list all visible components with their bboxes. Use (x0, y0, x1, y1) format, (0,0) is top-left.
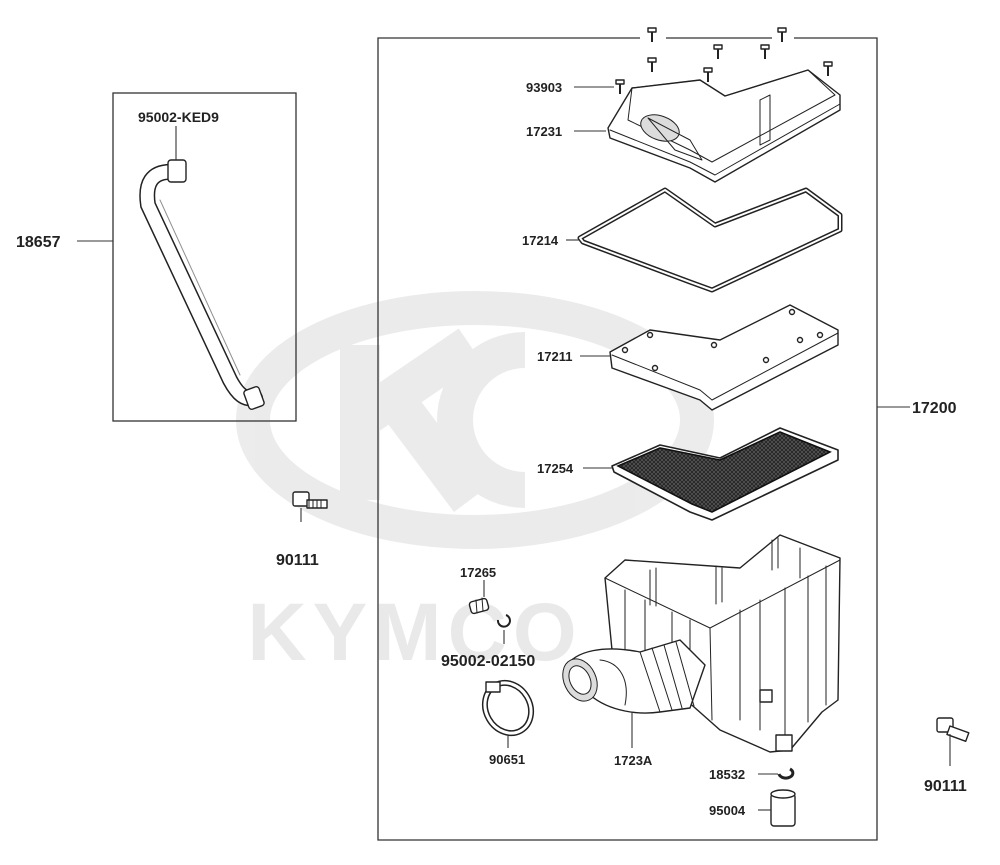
bolt-right-drawing (936, 717, 970, 742)
bolt-left-drawing (292, 491, 328, 509)
label-tube: 1723A (614, 753, 653, 768)
label-cap: 95004 (709, 803, 746, 818)
label-gasket: 17214 (522, 233, 559, 248)
label-element: 17254 (537, 461, 574, 476)
label-cover: 17231 (526, 124, 562, 139)
clip-drawing (496, 614, 511, 628)
label-band: 90651 (489, 752, 525, 767)
cover-drawing (607, 69, 841, 183)
watermark-brand-text: KYMCO (247, 587, 582, 678)
assembly-group-box (377, 37, 878, 841)
band-drawing (481, 679, 535, 737)
label-bolt-right: 90111 (924, 778, 967, 795)
label-ring: 18532 (709, 767, 745, 782)
air-box-case-drawing (604, 534, 841, 753)
label-breather-clamp: 95002-KED9 (138, 109, 219, 125)
breather-clamp-top (167, 159, 187, 183)
label-clip: 95002-02150 (441, 653, 535, 670)
frame-drawing (609, 304, 839, 411)
kymco-watermark: KYMCO (236, 291, 714, 678)
breather-group-box (112, 92, 297, 422)
screws (615, 27, 833, 94)
label-frame: 17211 (537, 349, 572, 364)
label-breather-assy: 18657 (16, 234, 61, 251)
label-bolt-left: 90111 (276, 552, 319, 569)
ring-drawing (777, 767, 795, 780)
gasket-drawing (577, 187, 843, 293)
label-plug: 17265 (460, 565, 496, 580)
intake-tube-drawing (562, 639, 706, 714)
label-screw: 93903 (526, 80, 562, 95)
cap-drawing (770, 789, 796, 827)
plug-drawing (468, 597, 490, 615)
breather-hose (139, 159, 265, 410)
breather-clamp-bottom (243, 386, 265, 410)
watermark-c-icon (437, 332, 526, 508)
leader-lines (77, 86, 951, 811)
element-drawing (611, 427, 839, 521)
label-assy: 17200 (912, 400, 957, 417)
